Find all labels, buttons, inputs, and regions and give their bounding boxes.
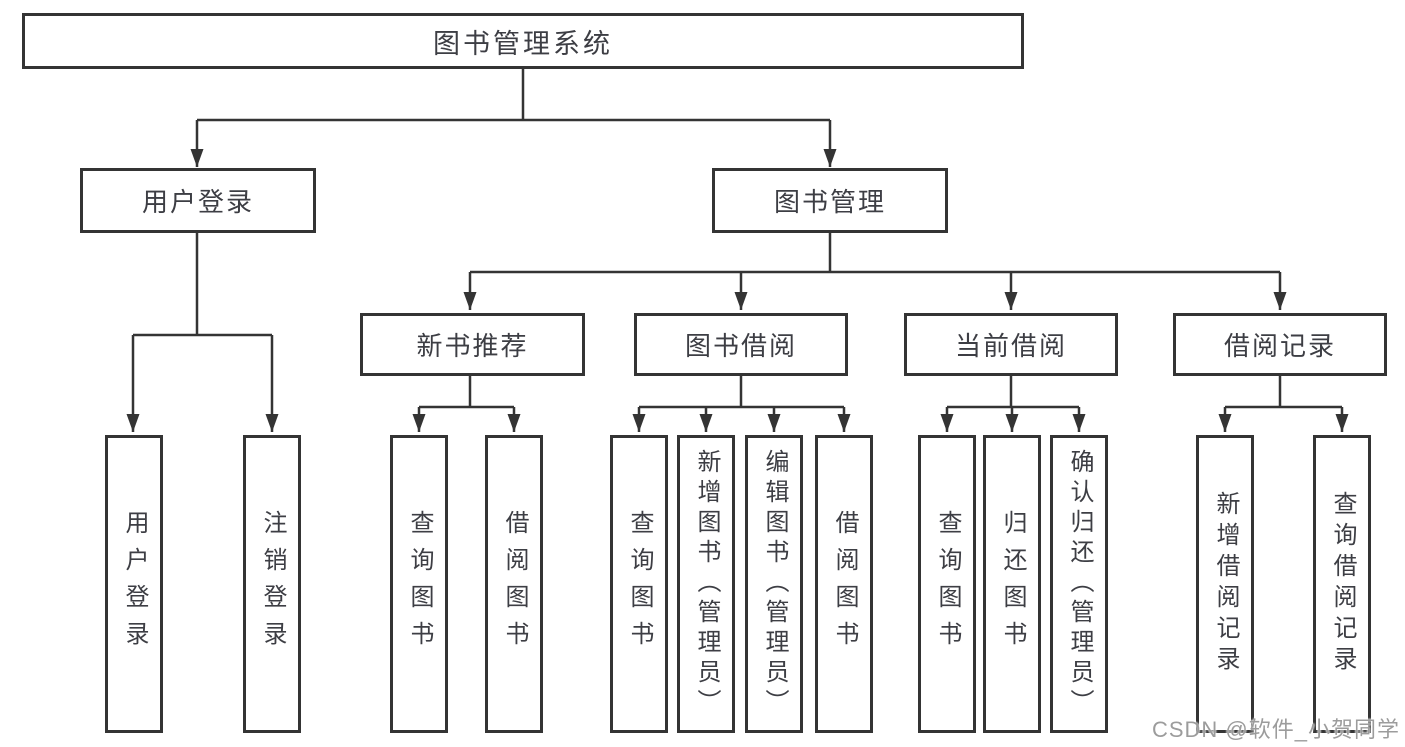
leaf-return-book: 归还图书: [983, 435, 1041, 733]
leaf-logout: 注销登录: [243, 435, 301, 733]
watermark: CSDN @软件_小贺同学: [1151, 717, 1400, 742]
node-new-book-recommend: 新书推荐: [360, 313, 585, 376]
leaf-query-books-2: 查询图书: [610, 435, 668, 733]
leaf-user-login: 用户登录: [105, 435, 163, 733]
node-root: 图书管理系统: [22, 13, 1024, 69]
node-current-borrow: 当前借阅: [904, 313, 1118, 376]
leaf-query-borrow-record: 查询借阅记录: [1313, 435, 1371, 733]
node-borrow-records: 借阅记录: [1173, 313, 1387, 376]
leaf-confirm-return-admin: 确认归还（管理员）: [1050, 435, 1108, 733]
leaf-borrow-books-2: 借阅图书: [815, 435, 873, 733]
leaf-edit-book-admin: 编辑图书（管理员）: [745, 435, 803, 733]
leaf-query-books-3: 查询图书: [918, 435, 976, 733]
node-book-management: 图书管理: [712, 168, 948, 233]
leaf-add-borrow-record: 新增借阅记录: [1196, 435, 1254, 733]
node-user-login: 用户登录: [80, 168, 316, 233]
leaf-borrow-books-1: 借阅图书: [485, 435, 543, 733]
leaf-query-books-1: 查询图书: [390, 435, 448, 733]
leaf-add-book-admin: 新增图书（管理员）: [677, 435, 735, 733]
node-book-borrow: 图书借阅: [634, 313, 848, 376]
